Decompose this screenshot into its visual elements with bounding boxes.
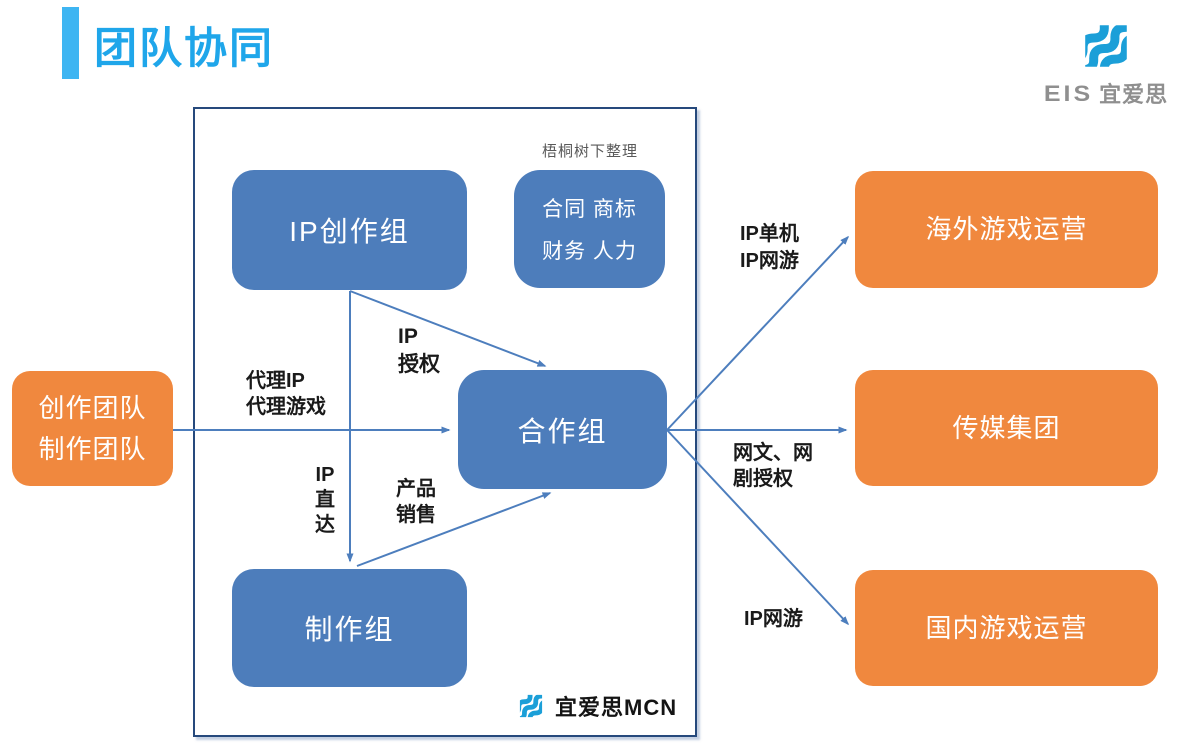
eis-logo-cn: 宜爱思: [1099, 82, 1169, 107]
mcn-logo-text: 宜爱思MCN: [555, 695, 678, 720]
domestic-label: 国内游戏运营: [925, 612, 1088, 643]
edge-label-ip-direct: IP 直 达: [315, 464, 335, 536]
edge-label-product-sales: 产品 销售: [396, 478, 436, 526]
ip-creation-label: IP创作组: [289, 216, 410, 247]
mcn-diamond-icon: [515, 690, 547, 722]
left-team-line1: 创作团队: [38, 393, 147, 424]
mcn-logo: 宜爱思MCN: [515, 690, 677, 722]
node-media-group: 传媒集团: [855, 370, 1158, 486]
node-overseas-game-ops: 海外游戏运营: [855, 171, 1158, 288]
eis-wordmark: EIS 宜爱思: [1044, 77, 1168, 109]
cooperation-label: 合作组: [517, 415, 608, 447]
title-accent-bar: [62, 7, 79, 79]
eis-diamond-icon: [1074, 16, 1138, 76]
node-domestic-game-ops: 国内游戏运营: [855, 570, 1158, 686]
credit-note: 梧桐树下整理: [541, 144, 638, 160]
edge-label-ip-license: IP 授权: [398, 325, 440, 376]
node-admin-functions: 合同 商标 财务 人力: [514, 170, 665, 288]
node-ip-creation: IP创作组: [232, 170, 467, 290]
edge-label-ip-online: IP网游: [744, 608, 803, 630]
edge-label-agency: 代理IP 代理游戏: [246, 370, 326, 418]
eis-logo-latin: EIS: [1043, 81, 1094, 107]
node-left-team: 创作团队 制作团队: [12, 371, 173, 486]
edge-label-ip-offline-online: IP单机 IP网游: [740, 223, 799, 272]
left-team-line2: 制作团队: [38, 433, 147, 464]
eis-logo: EIS 宜爱思: [1030, 16, 1182, 109]
admin-line2: 财务 人力: [542, 240, 637, 264]
node-production: 制作组: [232, 569, 467, 687]
edge-label-web-novel: 网文、网 剧授权: [733, 442, 813, 490]
media-label: 传媒集团: [952, 412, 1061, 443]
page-title: 团队协同: [94, 25, 274, 73]
production-label: 制作组: [304, 614, 395, 645]
node-cooperation: 合作组: [458, 370, 667, 489]
overseas-label: 海外游戏运营: [925, 214, 1088, 245]
admin-line1: 合同 商标: [542, 197, 637, 221]
